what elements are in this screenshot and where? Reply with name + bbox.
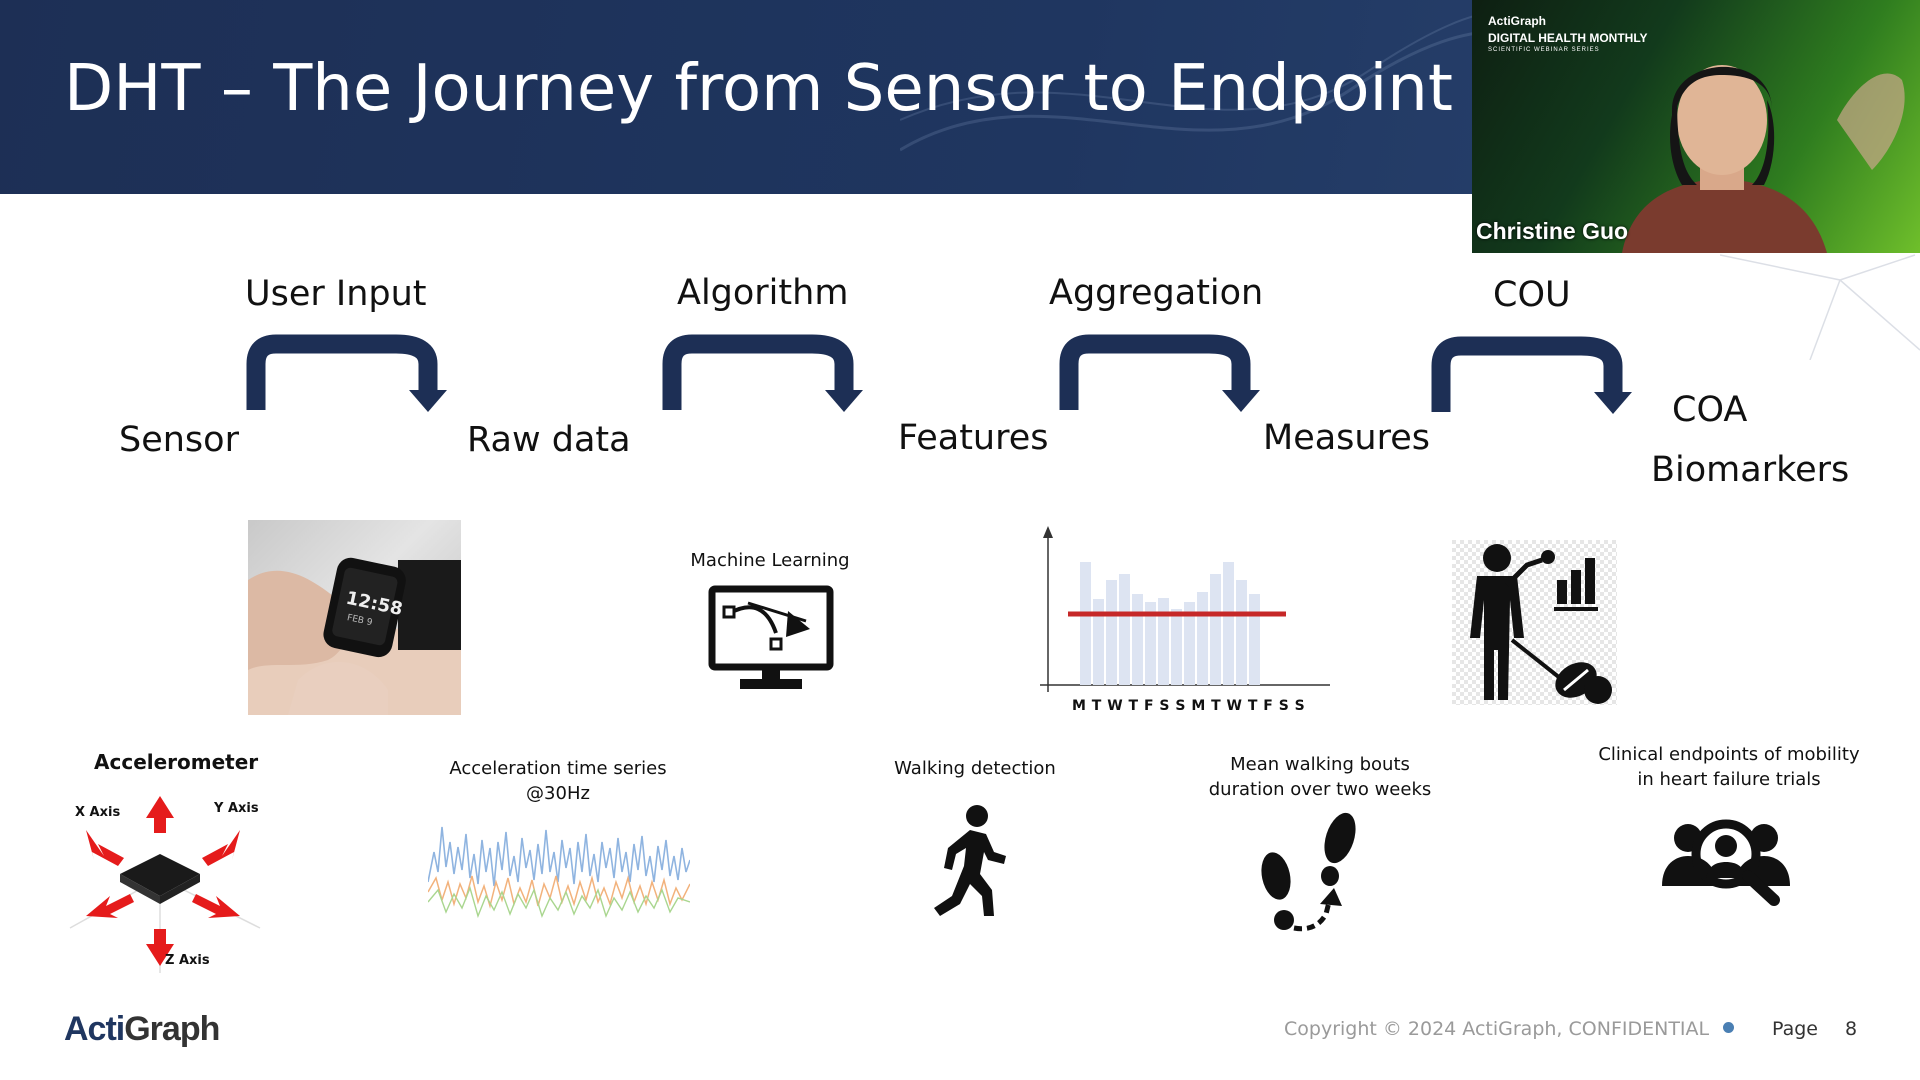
y-axis-label: Y Axis bbox=[213, 801, 259, 816]
transition-aggregation: Aggregation bbox=[1049, 273, 1264, 313]
clinical-caption-line1: Clinical endpoints of mobility bbox=[1598, 744, 1860, 765]
bouts-caption-line2: duration over two weeks bbox=[1208, 779, 1432, 800]
chart-bar bbox=[1171, 609, 1182, 685]
chart-bar bbox=[1223, 562, 1234, 685]
bouts-caption-line1: Mean walking bouts bbox=[1230, 754, 1410, 775]
logo-prefix: Acti bbox=[64, 1010, 125, 1048]
page-number: 8 bbox=[1845, 1018, 1858, 1040]
chart-bar bbox=[1197, 592, 1208, 685]
page-label: Page bbox=[1772, 1018, 1818, 1040]
chart-bar bbox=[1158, 598, 1169, 685]
x-axis-label: X Axis bbox=[75, 805, 120, 820]
arrow-cou-icon bbox=[1431, 336, 1632, 414]
chart-bar bbox=[1249, 594, 1260, 685]
timeseries-caption-line2: @30Hz bbox=[526, 783, 590, 804]
transition-algorithm: Algorithm bbox=[677, 273, 849, 313]
step-measures: Measures bbox=[1263, 418, 1430, 458]
timeseries-caption-line1: Acceleration time series bbox=[449, 758, 667, 779]
patient-outcome-icon bbox=[1452, 540, 1617, 705]
copyright-text: Copyright © 2024 ActiGraph, CONFIDENTIAL bbox=[1284, 1018, 1710, 1040]
walking-caption: Walking detection bbox=[894, 758, 1056, 779]
monitor-algorithm-icon bbox=[708, 585, 834, 689]
presenter-video[interactable]: ActiGraph DIGITAL HEALTH MONTHLY SCIENTI… bbox=[1472, 0, 1920, 253]
arrow-algorithm-icon bbox=[662, 334, 863, 412]
footsteps-icon bbox=[1261, 812, 1356, 932]
arrow-user-input-icon bbox=[246, 334, 447, 412]
presenter-avatar bbox=[1622, 65, 1905, 253]
accelerometer-label: Accelerometer bbox=[94, 750, 259, 774]
group-focus-icon bbox=[1662, 819, 1790, 906]
chart-bars bbox=[1080, 562, 1260, 685]
chart-bar bbox=[1184, 602, 1195, 685]
clinical-caption-line2: in heart failure trials bbox=[1637, 769, 1821, 790]
acceleration-signal-plot bbox=[428, 826, 690, 919]
arrow-aggregation-icon bbox=[1059, 334, 1260, 412]
corner-decoration bbox=[1720, 254, 1920, 360]
chart-bar bbox=[1080, 562, 1091, 685]
slide-title: DHT – The Journey from Sensor to Endpoin… bbox=[64, 52, 1453, 126]
chart-bar bbox=[1119, 574, 1130, 685]
step-raw-data: Raw data bbox=[467, 420, 631, 460]
chart-bar bbox=[1106, 580, 1117, 685]
actigraph-logo: ActiGraph bbox=[64, 1010, 220, 1049]
transition-user-input: User Input bbox=[245, 274, 427, 314]
bouts-caption: Mean walking bouts duration over two wee… bbox=[1209, 752, 1432, 802]
step-biomarkers: Biomarkers bbox=[1651, 450, 1850, 490]
chart-bar bbox=[1236, 580, 1247, 685]
chart-bar bbox=[1210, 574, 1221, 685]
clinical-caption: Clinical endpoints of mobility in heart … bbox=[1598, 742, 1859, 792]
video-brand: ActiGraph bbox=[1488, 14, 1547, 28]
timeseries-caption: Acceleration time series @30Hz bbox=[449, 756, 666, 806]
walking-person-icon bbox=[934, 805, 1006, 916]
step-sensor: Sensor bbox=[119, 420, 239, 460]
transition-cou: COU bbox=[1493, 275, 1571, 315]
logo-suffix: Graph bbox=[124, 1010, 220, 1048]
chart-bar bbox=[1132, 594, 1143, 685]
weekly-feature-chart: M T W T F S S M T W T F S S bbox=[1040, 526, 1330, 714]
ml-label: Machine Learning bbox=[690, 550, 850, 571]
footer-dot-icon bbox=[1723, 1022, 1734, 1033]
accelerometer-axes-diagram: X Axis Y Axis Z Axis bbox=[69, 796, 261, 973]
video-subseries: SCIENTIFIC WEBINAR SERIES bbox=[1488, 47, 1600, 53]
z-axis-label: Z Axis bbox=[165, 953, 210, 968]
smartwatch-photo: 12:58 FEB 9 bbox=[248, 520, 461, 715]
video-series-title: DIGITAL HEALTH MONTHLY bbox=[1488, 31, 1648, 45]
step-coa: COA bbox=[1672, 390, 1748, 430]
presenter-name: Christine Guo bbox=[1476, 218, 1629, 244]
chart-bar bbox=[1093, 599, 1104, 685]
chart-day-labels: M T W T F S S M T W T F S S bbox=[1072, 698, 1305, 714]
chart-bar bbox=[1145, 602, 1156, 685]
step-features: Features bbox=[898, 418, 1049, 458]
chart-y-axis-arrow bbox=[1043, 526, 1053, 538]
